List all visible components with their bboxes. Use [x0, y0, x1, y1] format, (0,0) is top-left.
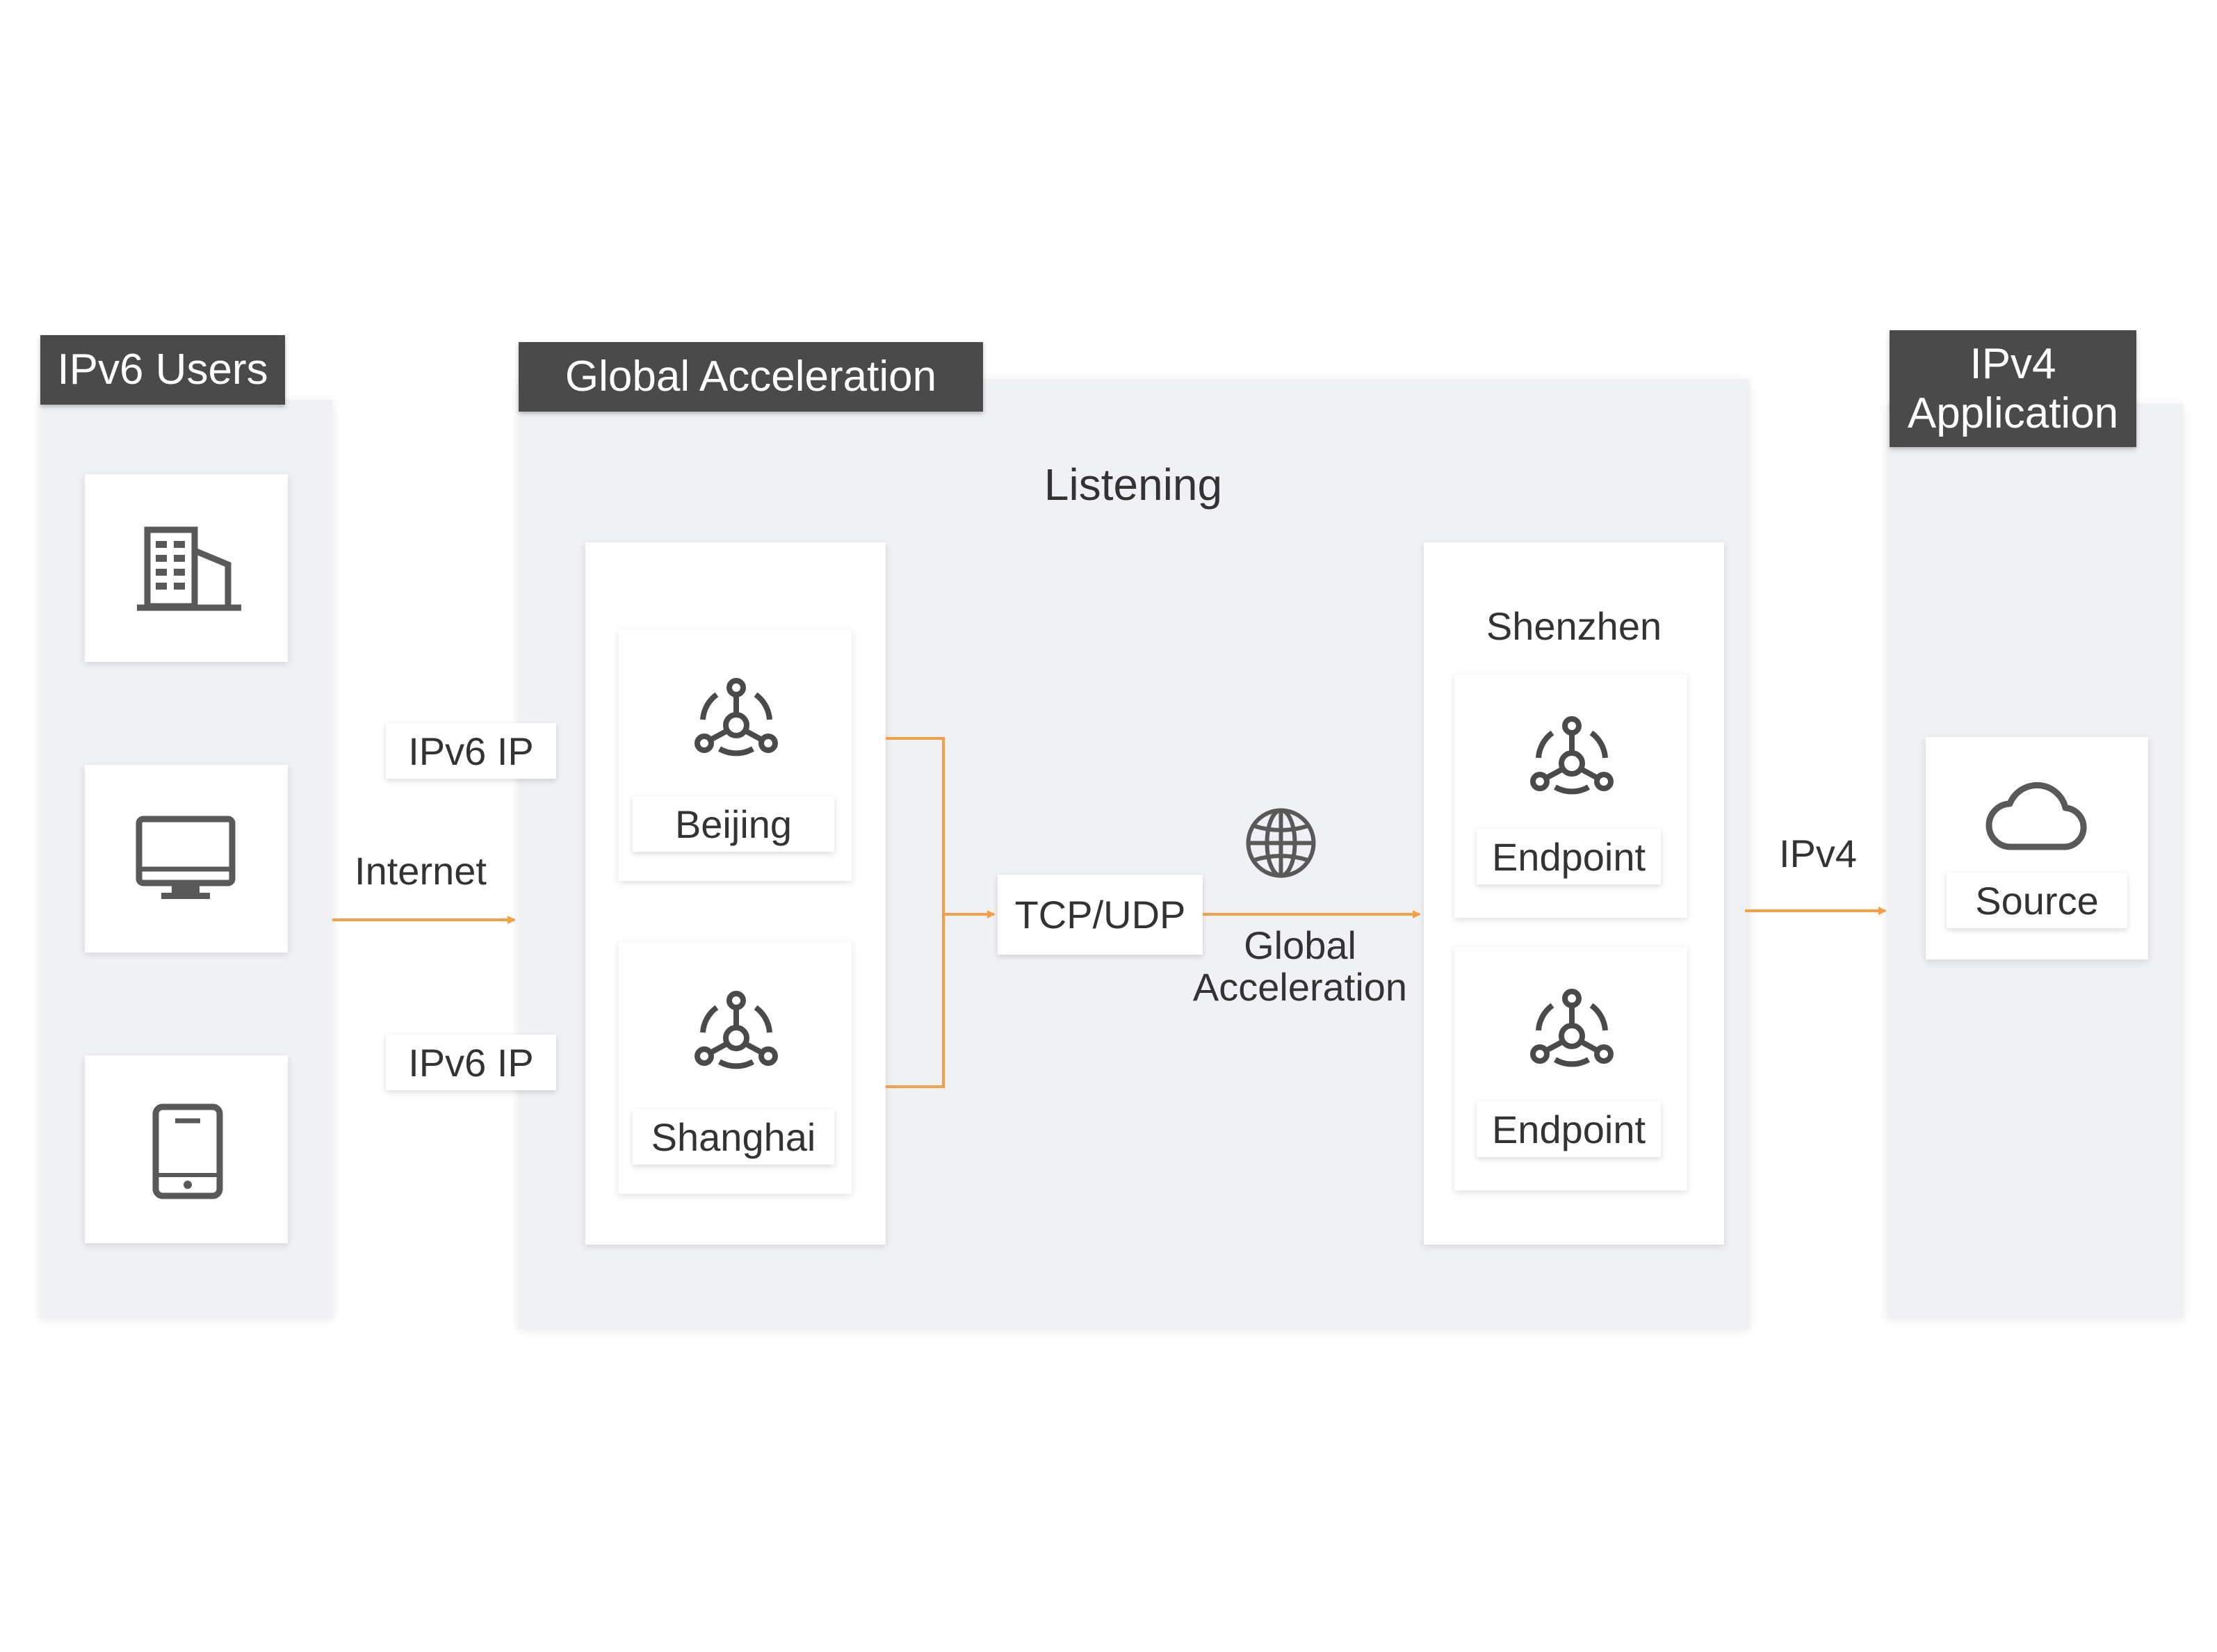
ipv4-application-title-line2: Application: [1907, 389, 2119, 437]
source-label: Source: [1947, 873, 2127, 928]
tablet-card: [85, 1055, 288, 1243]
ipv6-users-title-text: IPv6 Users: [57, 346, 268, 394]
monitor-card: [85, 765, 288, 953]
beijing-node-card: Beijing: [619, 629, 852, 881]
endpoint-bottom-label: Endpoint: [1477, 1101, 1661, 1157]
tcp-udp-label: TCP/UDP: [998, 875, 1203, 955]
shanghai-label: Shanghai: [633, 1109, 834, 1165]
endpoint-card-bottom: Endpoint: [1454, 947, 1687, 1190]
shanghai-node-icon: [688, 984, 785, 1081]
beijing-label: Beijing: [633, 796, 834, 852]
shanghai-node-card: Shanghai: [619, 942, 852, 1194]
ipv6-users-title: IPv6 Users: [40, 335, 285, 405]
ipv6-ip-label-bottom: IPv6 IP: [386, 1035, 556, 1090]
ipv6-ip-label-top: IPv6 IP: [386, 723, 556, 779]
globe-icon: [1244, 807, 1317, 880]
endpoint-card-top: Endpoint: [1454, 674, 1687, 918]
monitor-icon: [133, 813, 238, 904]
building-icon: [133, 523, 245, 613]
tablet-icon: [152, 1103, 224, 1200]
ipv4-application-title: IPv4 Application: [1890, 330, 2136, 447]
endpoint-bottom-icon: [1523, 982, 1621, 1079]
internet-label: Internet: [355, 849, 487, 893]
shenzhen-label: Shenzhen: [1486, 604, 1662, 648]
source-card: Source: [1926, 737, 2148, 959]
beijing-node-icon: [688, 671, 785, 768]
global-acceleration-link-label: Global Acceleration: [1168, 925, 1432, 1008]
global-acceleration-link-line2: Acceleration: [1192, 965, 1408, 1009]
ipv4-application-title-line1: IPv4: [1970, 339, 2056, 388]
ipv4-label: IPv4: [1778, 832, 1858, 875]
endpoint-top-label: Endpoint: [1477, 829, 1661, 884]
endpoint-top-icon: [1523, 709, 1621, 807]
global-acceleration-title: Global Acceleration: [519, 342, 983, 412]
global-acceleration-title-text: Global Acceleration: [565, 353, 937, 401]
listening-label: Listening: [1043, 460, 1223, 510]
building-card: [85, 474, 288, 662]
global-acceleration-link-line1: Global: [1244, 923, 1356, 967]
cloud-icon: [1985, 772, 2089, 855]
